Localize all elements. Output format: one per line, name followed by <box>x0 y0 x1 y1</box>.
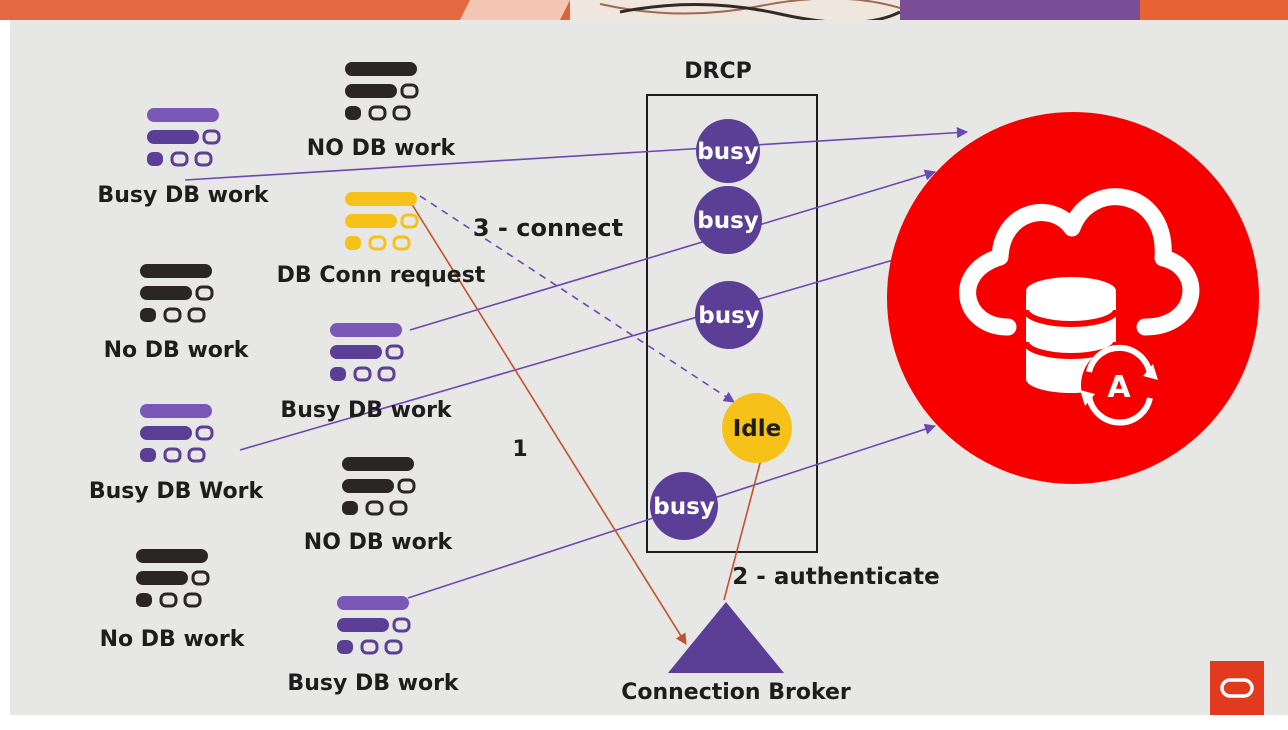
client-3: DB Conn request <box>277 192 486 288</box>
pool-node-circle <box>722 393 792 463</box>
arrow-request <box>407 197 687 645</box>
bottom-edge <box>0 715 1288 730</box>
client-label: DB Conn request <box>277 263 486 288</box>
step-authenticate-label: 2 - authenticate <box>732 564 939 590</box>
pool-node-label: busy <box>653 494 715 520</box>
client-1: Busy DB work <box>97 108 270 208</box>
arrow-connect <box>419 195 735 403</box>
client-label: Busy DB work <box>287 671 460 696</box>
step-request-label: 1 <box>512 437 527 462</box>
client-app-icon <box>147 108 221 167</box>
client-label: NO DB work <box>307 136 457 161</box>
arrow-busy-3 <box>239 253 909 451</box>
client-6: Busy DB Work <box>89 404 265 504</box>
connection-broker-label: Connection Broker <box>621 680 851 705</box>
client-label: Busy DB work <box>97 183 270 208</box>
client-7: NO DB work <box>304 457 454 555</box>
arrow-authenticate <box>723 446 767 601</box>
step-connect-label: 3 - connect <box>473 214 623 242</box>
client-8: No DB work <box>100 549 246 652</box>
pool-node-label: busy <box>697 139 759 165</box>
client-label: NO DB work <box>304 530 454 555</box>
cloud-database-icon: A <box>959 188 1200 426</box>
connection-arrows <box>184 127 969 645</box>
pool-node-circle <box>695 281 763 349</box>
pool-node-busy: busy <box>650 472 718 540</box>
pool-node-label: busy <box>697 208 759 234</box>
client-app-icon <box>140 264 214 323</box>
client-app-icon <box>345 192 419 251</box>
left-edge <box>0 20 10 715</box>
database: A <box>887 112 1259 484</box>
client-label: No DB work <box>100 627 246 652</box>
client-4: No DB work <box>104 264 250 363</box>
pool-node-busy: busy <box>695 281 763 349</box>
pool-node-busy: busy <box>696 119 760 183</box>
database-badge-letter: A <box>1107 370 1131 405</box>
clients: Busy DB work NO DB work DB Conn request No … <box>89 62 486 696</box>
client-2: NO DB work <box>307 62 457 161</box>
top-banner <box>0 0 1288 20</box>
pool-node-circle <box>650 472 718 540</box>
client-app-icon <box>140 404 214 463</box>
pool-node-circle <box>696 119 760 183</box>
client-app-icon <box>330 323 404 382</box>
client-label: Busy DB Work <box>89 479 265 504</box>
drcp-pool-box <box>646 94 818 553</box>
arrow-busy-1 <box>184 127 969 181</box>
pool-node-circle <box>694 186 762 254</box>
client-9: Busy DB work <box>287 596 460 696</box>
pool-node-label: busy <box>698 303 760 329</box>
drcp-title: DRCP <box>684 59 751 84</box>
client-label: Busy DB work <box>280 398 453 423</box>
pool-node-idle: Idle <box>722 393 792 463</box>
client-app-icon <box>342 457 416 516</box>
client-app-icon <box>345 62 419 121</box>
connection-broker-icon <box>668 602 784 673</box>
oracle-logo-icon <box>1210 661 1264 715</box>
client-app-icon <box>337 596 411 655</box>
pool-node-label: Idle <box>733 416 782 442</box>
client-label: No DB work <box>104 338 250 363</box>
client-5: Busy DB work <box>280 323 453 423</box>
pool-node-busy: busy <box>694 186 762 254</box>
arrow-busy-2 <box>409 169 937 331</box>
client-app-icon <box>136 549 210 608</box>
